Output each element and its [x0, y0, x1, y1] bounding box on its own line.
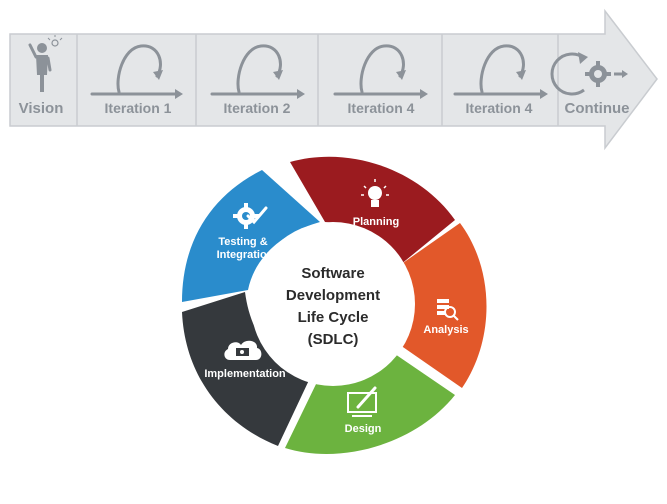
loop-arrow-icon — [333, 44, 428, 99]
planning-group: Planning — [353, 179, 399, 228]
vision-label: Vision — [19, 100, 64, 117]
segment-label-testing-2: Integration — [217, 249, 274, 261]
center-line-3: Life Cycle — [298, 309, 369, 326]
implementation-group: Implementation — [204, 340, 286, 380]
center-line-2: Development — [286, 287, 380, 304]
loop-arrow-icon — [453, 44, 548, 99]
center-line-1: Software — [301, 265, 364, 282]
design-pen-icon — [347, 386, 377, 417]
vision-section: Vision — [19, 35, 64, 117]
iteration-3: Iteration 4 — [333, 44, 428, 116]
iteration-2: Iteration 2 — [210, 44, 305, 116]
testing-group: Testing & Integration — [217, 203, 274, 261]
arrow-dividers — [76, 34, 559, 126]
lightbulb-icon — [361, 179, 389, 207]
segment-label-implementation: Implementation — [204, 368, 286, 380]
stage-label: Iteration 4 — [348, 100, 415, 116]
analysis-magnifier-icon — [437, 299, 459, 321]
loop-arrow-icon — [90, 44, 183, 99]
arrow-body — [9, 8, 658, 151]
cloud-monitor-icon — [224, 340, 262, 360]
iteration-4: Iteration 4 — [453, 44, 548, 116]
loop-arrow-icon — [210, 44, 305, 99]
analysis-group: Analysis — [423, 299, 469, 336]
gear-cycle-icon — [550, 52, 628, 96]
segment-planning — [290, 156, 455, 265]
stage-label: Iteration 2 — [224, 100, 291, 116]
segment-design — [285, 352, 455, 454]
segment-label-planning: Planning — [353, 216, 399, 228]
continue-label: Continue — [565, 100, 630, 117]
segment-label-design: Design — [345, 423, 382, 435]
sdlc-wheel: Software Development Life Cycle (SDLC) P… — [182, 156, 487, 454]
segment-testing-integration — [182, 170, 320, 302]
center-hub — [251, 222, 415, 386]
segment-implementation — [182, 292, 310, 446]
segment-label-analysis: Analysis — [423, 324, 468, 336]
gear-check-icon — [233, 203, 268, 229]
roadmap-arrow: Vision Iteration 1 Iteration 2 — [9, 8, 658, 151]
person-idea-icon — [28, 35, 63, 92]
design-group: Design — [345, 386, 382, 435]
iteration-1: Iteration 1 — [90, 44, 183, 116]
stage-label: Iteration 1 — [105, 100, 172, 116]
segment-label-testing-1: Testing & — [218, 236, 267, 248]
center-line-4: (SDLC) — [308, 331, 359, 348]
stage-label: Iteration 4 — [466, 100, 533, 116]
center-title: Software Development Life Cycle (SDLC) — [286, 265, 380, 348]
continue-section: Continue — [550, 52, 630, 117]
